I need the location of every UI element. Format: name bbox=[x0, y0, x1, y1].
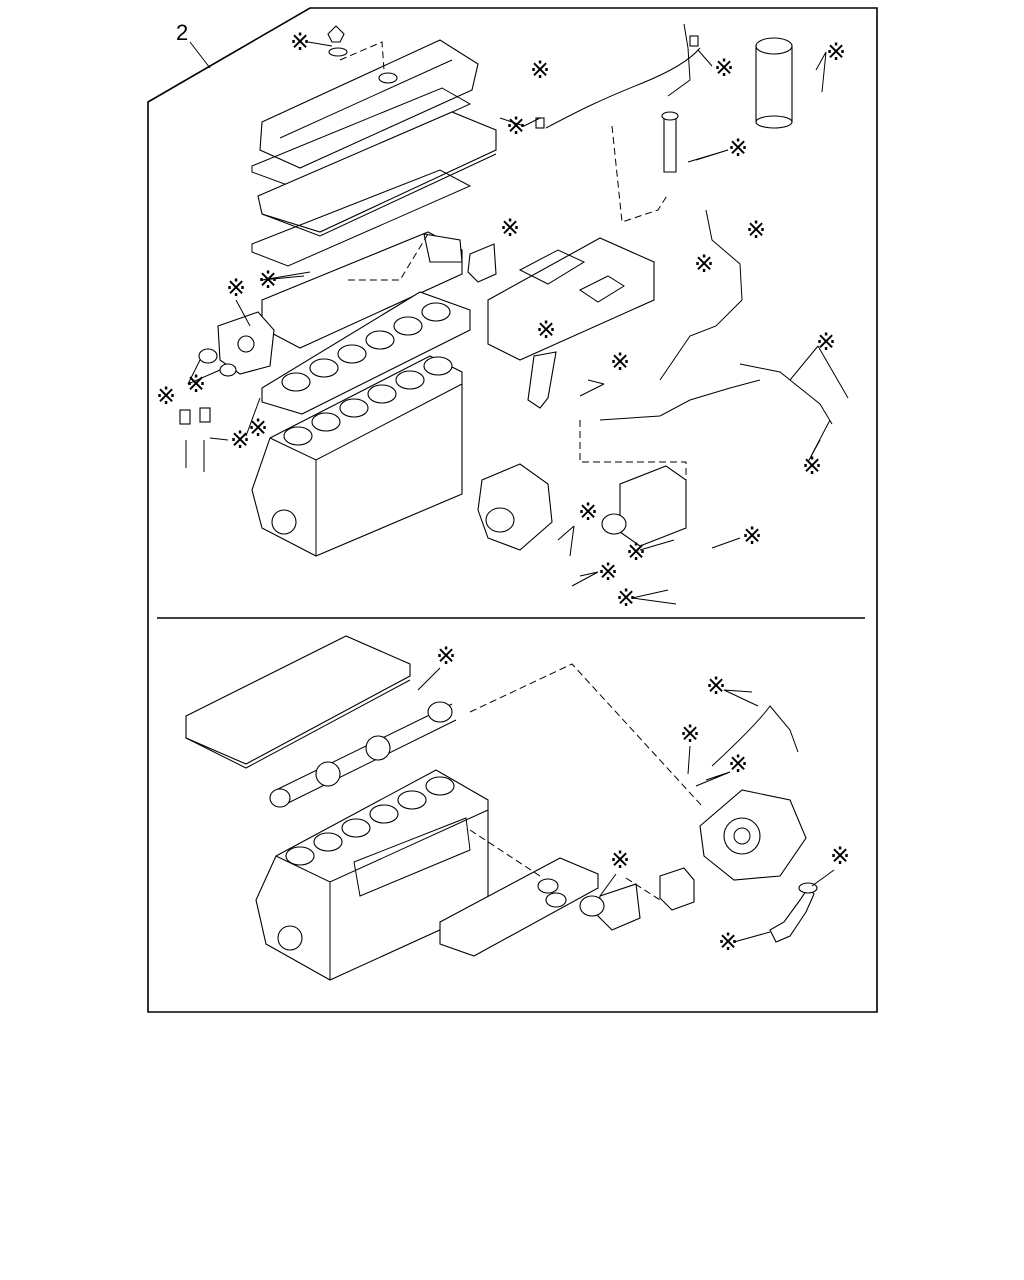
rocker-cover-lower-view bbox=[185, 635, 411, 769]
leader-dash-1 bbox=[339, 41, 385, 71]
callout-number: 2 bbox=[176, 20, 188, 45]
air-compressor bbox=[477, 463, 553, 551]
kit-marker: ※ bbox=[616, 585, 636, 612]
callout-leader bbox=[189, 41, 211, 69]
kit-marker: ※ bbox=[718, 929, 738, 956]
marker-leaders-upper bbox=[187, 41, 849, 605]
kit-marker: ※ bbox=[742, 523, 762, 550]
kit-marker: ※ bbox=[530, 57, 550, 84]
cover-gasket-lower bbox=[251, 169, 472, 267]
kit-marker: ※ bbox=[816, 329, 836, 356]
kit-marker: ※ bbox=[694, 251, 714, 278]
kit-marker: ※ bbox=[226, 275, 246, 302]
kit-marker: ※ bbox=[826, 39, 846, 66]
fuel-injector bbox=[661, 111, 679, 173]
kit-marker: ※ bbox=[500, 215, 520, 242]
leader-dash-6 bbox=[469, 829, 541, 877]
leader-dash-5 bbox=[469, 663, 703, 807]
camshaft bbox=[269, 701, 457, 808]
kit-marker: ※ bbox=[436, 643, 456, 670]
fuel-lines bbox=[599, 209, 833, 425]
kit-marker: ※ bbox=[598, 559, 618, 586]
kit-marker: ※ bbox=[156, 383, 176, 410]
marker-leaders-lower bbox=[417, 667, 835, 943]
rocker-cover bbox=[259, 39, 479, 169]
leader-dash-2 bbox=[611, 125, 669, 223]
kit-marker: ※ bbox=[290, 29, 310, 56]
turbocharger bbox=[699, 789, 807, 881]
kit-marker: ※ bbox=[830, 843, 850, 870]
kit-marker: ※ bbox=[506, 113, 526, 140]
water-outlet-pipe bbox=[527, 351, 557, 409]
valve-spring-set bbox=[179, 407, 211, 472]
cylinder-block-lower-view bbox=[255, 769, 489, 981]
kit-marker: ※ bbox=[802, 453, 822, 480]
kit-marker: ※ bbox=[610, 349, 630, 376]
leader-dash-4 bbox=[348, 233, 429, 281]
kit-marker: ※ bbox=[536, 317, 556, 344]
leader-dash-7 bbox=[625, 877, 661, 901]
kit-marker: ※ bbox=[258, 267, 278, 294]
kit-frame bbox=[147, 7, 878, 1013]
kit-marker: ※ bbox=[610, 847, 630, 874]
oil-cooler-cover bbox=[423, 233, 497, 283]
fuel-filter bbox=[755, 37, 793, 129]
intake-manifold bbox=[487, 237, 655, 361]
leader-dash-3 bbox=[579, 420, 687, 480]
kit-marker: ※ bbox=[706, 673, 726, 700]
cylinder-head-cover bbox=[257, 111, 497, 237]
thermostat-housing bbox=[198, 311, 275, 377]
kit-marker: ※ bbox=[230, 427, 250, 454]
fuel-injection-pump bbox=[601, 465, 687, 547]
kit-marker: ※ bbox=[680, 721, 700, 748]
kit-marker: ※ bbox=[626, 539, 646, 566]
kit-marker: ※ bbox=[728, 135, 748, 162]
turbo-oil-return-pipe bbox=[769, 882, 818, 943]
head-gasket bbox=[261, 291, 471, 415]
turbo-oil-feed-pipe bbox=[711, 705, 799, 767]
cylinder-block-upper bbox=[251, 355, 463, 557]
exhaust-connector bbox=[579, 867, 695, 931]
oil-filler-cap bbox=[327, 25, 348, 57]
kit-marker: ※ bbox=[714, 55, 734, 82]
kit-marker: ※ bbox=[248, 415, 268, 442]
exhaust-manifold bbox=[439, 857, 599, 957]
kit-marker: ※ bbox=[186, 371, 206, 398]
kit-marker: ※ bbox=[746, 217, 766, 244]
injector-harness bbox=[535, 23, 701, 129]
kit-marker: ※ bbox=[578, 499, 598, 526]
kit-marker: ※ bbox=[728, 751, 748, 778]
